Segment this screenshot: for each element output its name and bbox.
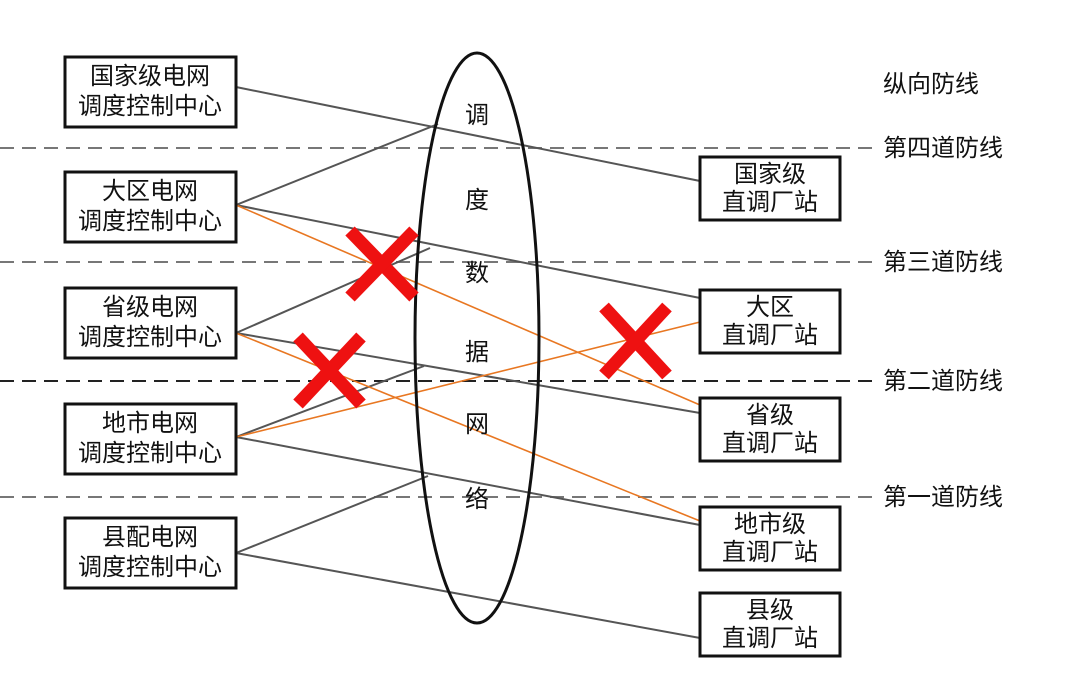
right-node-line-2: 直调厂站 [722,538,818,566]
right-node-box [698,591,842,658]
network-char-1: 度 [465,186,489,214]
left-node-line-1: 地市电网 [102,409,198,437]
defense-label-first: 第一道防线 [883,483,1003,511]
left-node-L1: 国家级电网 调度控制中心 [63,55,238,129]
link-L4-R4 [235,436,701,526]
right-node-box [698,288,842,355]
right-node-R3: 省级 直调厂站 [698,396,842,463]
link-L5-R5 [235,552,701,639]
network-char-3: 据 [465,338,489,366]
link-L3-N [235,247,431,334]
left-node-line-2: 调度控制中心 [78,323,222,351]
network-char-0: 调 [465,101,489,129]
link-L4-N [235,365,425,438]
network-char-4: 网 [465,410,489,438]
right-node-line-2: 直调厂站 [722,429,818,457]
right-node-line-2: 直调厂站 [722,624,818,652]
left-node-box [63,286,238,360]
right-node-line-1: 国家级 [734,160,806,188]
network-char-2: 数 [465,259,489,287]
link-L2-N [235,123,439,206]
right-node-R2: 大区 直调厂站 [698,288,842,355]
blocked-link-L3-R4 [235,332,701,522]
left-node-box [63,170,238,244]
right-node-box [698,155,842,222]
left-node-line-2: 调度控制中心 [78,92,222,120]
right-node-line-1: 县级 [746,596,794,624]
defense-label-vertical: 纵向防线 [883,70,979,98]
right-node-line-1: 大区 [746,293,794,321]
blocked-cross-2 [293,332,366,409]
link-L1-R1 [235,86,701,182]
right-node-line-1: 地市级 [734,510,806,538]
right-node-line-2: 直调厂站 [722,188,818,216]
left-node-box [63,402,238,476]
left-node-L2: 大区电网 调度控制中心 [63,170,238,244]
blocked-link-L4-R2 [235,321,701,438]
blocked-cross-3 [599,302,672,380]
blocked-link-L2-R3 [235,204,701,406]
right-node-line-1: 省级 [746,401,794,429]
right-node-R5: 县级 直调厂站 [698,591,842,658]
left-node-line-1: 县配电网 [102,523,198,551]
defense-label-fourth: 第四道防线 [883,134,1003,162]
left-node-L5: 县配电网 调度控制中心 [63,516,238,590]
left-node-line-1: 大区电网 [102,177,198,205]
left-node-box [63,55,238,129]
link-L5-N [235,475,429,554]
left-node-line-1: 国家级电网 [90,62,210,90]
left-node-line-1: 省级电网 [102,293,198,321]
right-node-R1: 国家级 直调厂站 [698,155,842,222]
left-node-L4: 地市电网 调度控制中心 [63,402,238,476]
left-node-line-2: 调度控制中心 [78,207,222,235]
blocked-links [235,204,701,522]
defense-label-second: 第二道防线 [883,367,1003,395]
right-node-line-2: 直调厂站 [722,321,818,349]
left-node-line-2: 调度控制中心 [78,439,222,467]
defense-label-third: 第三道防线 [883,248,1003,276]
left-node-L3: 省级电网 调度控制中心 [63,286,238,360]
blocked-cross-1 [345,226,419,302]
dispatch-network-ellipse [413,51,541,625]
right-node-box [698,396,842,463]
right-node-R4: 地市级 直调厂站 [698,505,842,572]
left-node-box [63,516,238,590]
right-node-box [698,505,842,572]
allowed-links [235,86,701,639]
left-node-line-2: 调度控制中心 [78,553,222,581]
network-char-5: 络 [465,485,489,513]
link-L2-R2 [235,204,701,299]
